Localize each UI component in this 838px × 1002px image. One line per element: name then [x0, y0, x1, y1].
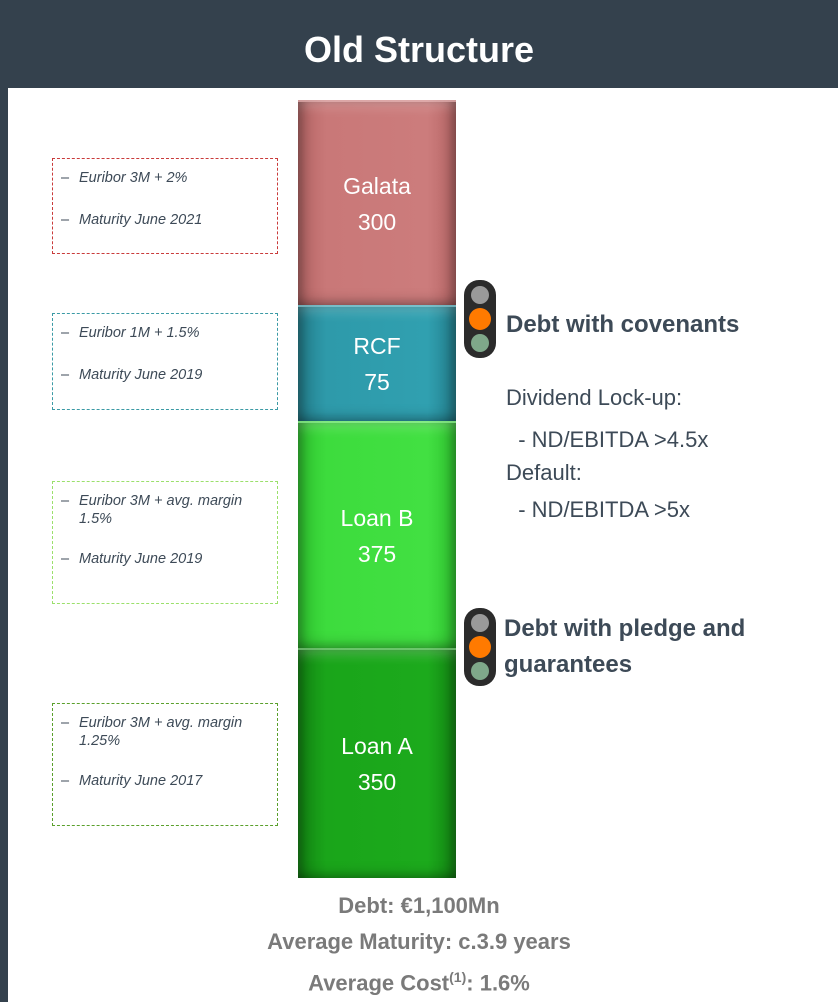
covenant-line-1: Dividend Lock-up:: [506, 385, 683, 410]
pledge-label-line2: guarantees: [504, 651, 633, 678]
segment-galata: Galata 300: [298, 100, 456, 305]
covenant-line-2: - ND/EBITDA >4.5x: [506, 427, 709, 452]
header-bar: [0, 0, 838, 88]
summary-maturity: Average Maturity: c.3.9 years: [267, 929, 571, 954]
note-galata: Euribor 3M + 2% Maturity June 2021: [52, 158, 278, 254]
segment-rcf: RCF 75: [298, 305, 456, 421]
segment-loan-a-name: Loan A: [341, 733, 413, 759]
note-galata-rate: Euribor 3M + 2%: [61, 169, 269, 187]
segment-galata-name: Galata: [343, 172, 411, 199]
segment-loan-a-value: 350: [357, 769, 397, 795]
segment-rcf-value: 75: [364, 369, 390, 395]
segment-loan-a: Loan A 350: [298, 648, 456, 878]
note-loan-a-maturity: Maturity June 2017: [61, 772, 269, 790]
note-loan-b: Euribor 3M + avg. margin 1.5% Maturity J…: [52, 481, 278, 604]
segment-rcf-name: RCF: [353, 333, 401, 359]
summary-debt: Debt: €1,100Mn: [338, 893, 500, 918]
note-rcf-maturity: Maturity June 2019: [61, 366, 269, 384]
segment-loan-b-name: Loan B: [340, 504, 414, 531]
traffic-light-icon-covenants: [464, 280, 496, 358]
covenant-line-4: - ND/EBITDA >5x: [506, 497, 690, 522]
note-loan-b-maturity: Maturity June 2019: [61, 550, 269, 568]
note-loan-b-rate: Euribor 3M + avg. margin 1.5%: [61, 492, 249, 528]
traffic-light-icon-pledge: [464, 608, 496, 686]
note-loan-a-rate: Euribor 3M + avg. margin 1.25%: [61, 714, 249, 750]
segment-loan-b: Loan B 375: [298, 421, 456, 648]
page-title: Old Structure: [303, 29, 535, 70]
note-loan-a: Euribor 3M + avg. margin 1.25% Maturity …: [52, 703, 278, 826]
pledge-label-line1: Debt with pledge and: [504, 615, 746, 642]
covenants-label: Debt with covenants: [506, 311, 740, 338]
note-rcf-rate: Euribor 1M + 1.5%: [61, 324, 269, 342]
segment-loan-b-value: 375: [357, 540, 397, 567]
summary-cost-suffix: : 1.6%: [466, 970, 530, 996]
note-galata-maturity: Maturity June 2021: [61, 211, 269, 229]
covenant-line-3: Default:: [506, 460, 582, 485]
segment-galata-value: 300: [357, 208, 397, 235]
summary-cost: Average Cost(1): 1.6%: [0, 962, 838, 998]
summary-cost-prefix: Average Cost: [308, 970, 450, 996]
note-rcf: Euribor 1M + 1.5% Maturity June 2019: [52, 313, 278, 410]
summary-cost-footnote: (1): [449, 969, 467, 985]
